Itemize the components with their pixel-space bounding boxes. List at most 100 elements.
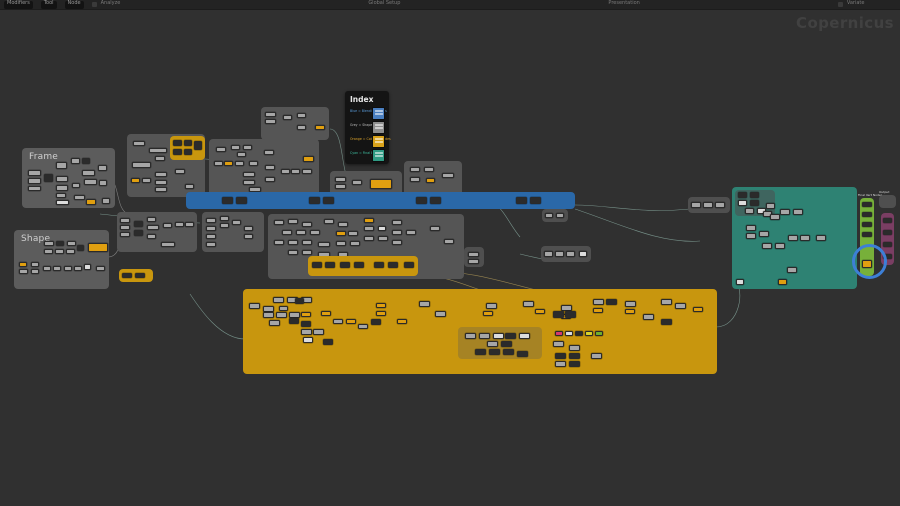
node[interactable] (566, 251, 575, 257)
node[interactable] (561, 305, 572, 311)
node[interactable] (352, 180, 362, 185)
node[interactable] (44, 249, 53, 254)
node[interactable] (122, 273, 132, 278)
node[interactable] (569, 353, 580, 359)
node[interactable] (96, 266, 105, 271)
node[interactable] (625, 301, 636, 307)
node[interactable] (493, 333, 504, 339)
node[interactable] (643, 314, 654, 320)
node[interactable] (335, 184, 346, 189)
node[interactable] (55, 249, 64, 254)
node[interactable] (19, 269, 28, 274)
node[interactable] (132, 162, 151, 168)
node[interactable] (426, 178, 435, 183)
node[interactable] (787, 267, 797, 273)
node[interactable] (430, 197, 441, 204)
node[interactable] (340, 262, 350, 268)
node[interactable] (750, 200, 759, 206)
node-output-header[interactable] (879, 195, 896, 208)
node[interactable] (147, 217, 156, 222)
node[interactable] (269, 320, 280, 326)
node[interactable] (274, 220, 284, 225)
node[interactable] (364, 226, 374, 231)
node[interactable] (505, 333, 516, 339)
node-color-swatch[interactable] (575, 331, 583, 336)
frame-coloring[interactable] (243, 289, 717, 374)
node[interactable] (593, 299, 604, 305)
node[interactable] (404, 262, 414, 268)
node[interactable] (435, 311, 446, 317)
node[interactable] (553, 311, 564, 318)
node[interactable] (82, 158, 90, 164)
node[interactable] (364, 236, 374, 241)
node[interactable] (544, 251, 553, 257)
index-legend-panel[interactable]: Index Blue = Blending Nodes Grey = Shape… (345, 91, 391, 164)
node[interactable] (216, 147, 226, 152)
node[interactable] (274, 240, 284, 245)
node[interactable] (376, 311, 386, 316)
node[interactable] (236, 197, 247, 204)
node[interactable] (220, 216, 229, 221)
node[interactable] (323, 339, 333, 345)
node[interactable] (483, 311, 493, 316)
node[interactable] (184, 149, 192, 155)
node[interactable] (378, 226, 386, 231)
node[interactable] (222, 197, 233, 204)
node[interactable] (173, 149, 182, 155)
node[interactable] (555, 361, 566, 367)
node[interactable] (184, 140, 192, 146)
node[interactable] (759, 231, 769, 237)
node[interactable] (163, 223, 172, 228)
node-group-right-tiny-b[interactable] (541, 246, 591, 262)
node[interactable] (243, 180, 255, 185)
node[interactable] (591, 353, 602, 359)
node[interactable] (289, 312, 300, 318)
node[interactable] (295, 298, 304, 304)
node[interactable] (376, 303, 386, 308)
node[interactable] (310, 230, 320, 235)
node[interactable] (265, 165, 275, 170)
node[interactable] (378, 236, 388, 241)
node[interactable] (301, 312, 311, 317)
node[interactable] (31, 262, 39, 267)
node[interactable] (283, 115, 292, 120)
top-menu-bar[interactable]: Modifiers Tool Node Analyze Global Setup… (0, 0, 900, 10)
node[interactable] (102, 198, 110, 204)
node[interactable] (593, 308, 603, 313)
node[interactable] (86, 199, 96, 205)
node[interactable] (691, 202, 701, 208)
node-group-top-small[interactable] (261, 107, 329, 140)
node[interactable] (703, 202, 713, 208)
node[interactable] (788, 235, 798, 241)
node[interactable] (503, 349, 514, 355)
node[interactable] (303, 337, 313, 343)
node[interactable] (883, 218, 892, 223)
node[interactable] (862, 202, 872, 207)
node[interactable] (56, 241, 64, 246)
node[interactable] (185, 184, 194, 189)
node[interactable] (883, 230, 892, 235)
node[interactable] (263, 312, 274, 318)
node[interactable] (766, 203, 775, 209)
node[interactable] (661, 299, 672, 305)
node[interactable] (194, 141, 202, 150)
node[interactable] (232, 220, 241, 225)
node[interactable] (206, 218, 216, 223)
node[interactable] (553, 341, 564, 347)
topbar-segment-analyze[interactable]: Analyze (88, 0, 125, 9)
node[interactable] (56, 193, 66, 198)
node[interactable] (131, 178, 140, 183)
node[interactable] (206, 226, 216, 231)
node[interactable] (82, 170, 95, 176)
node[interactable] (282, 230, 292, 235)
node[interactable] (715, 202, 725, 208)
node[interactable] (66, 249, 75, 254)
node[interactable] (56, 162, 67, 169)
node[interactable] (406, 230, 416, 235)
node[interactable] (303, 156, 314, 162)
node[interactable] (625, 309, 635, 314)
node[interactable] (244, 226, 253, 231)
node[interactable] (350, 241, 360, 246)
topbar-segment-presentation[interactable]: Presentation (604, 0, 643, 9)
topbar-item-node[interactable]: Node (67, 0, 81, 6)
